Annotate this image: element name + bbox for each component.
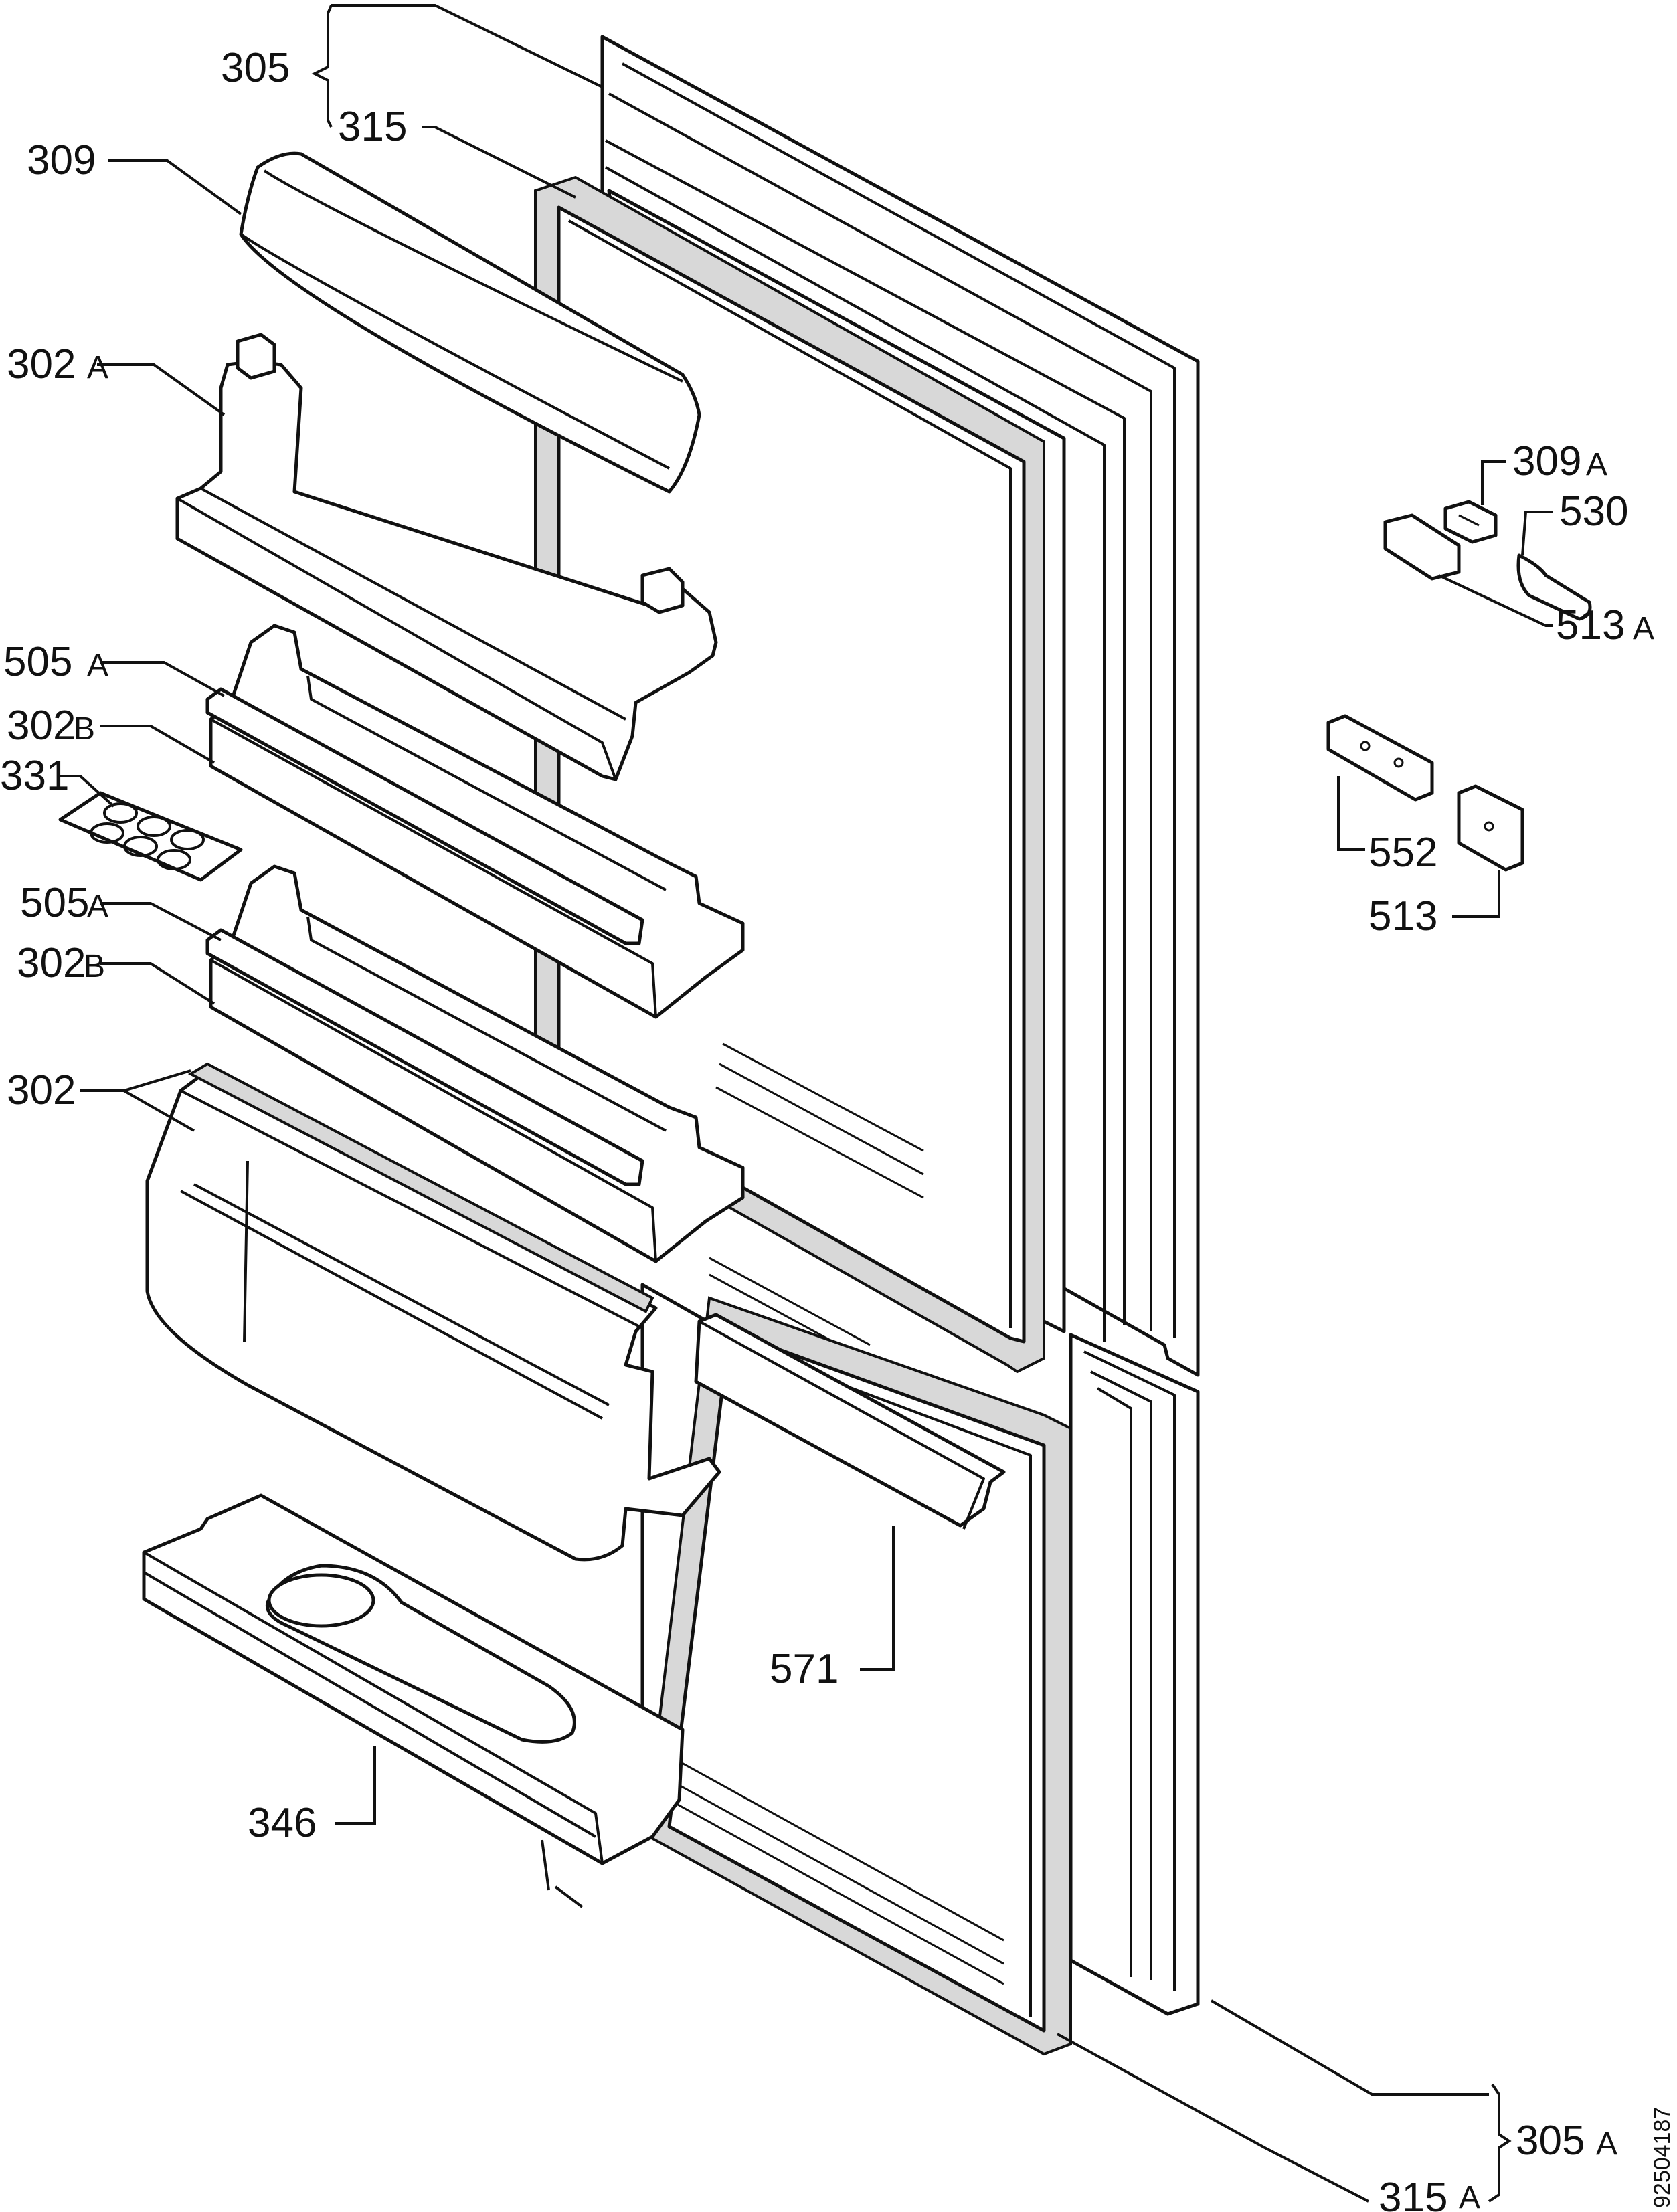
label-302: 302 bbox=[7, 1067, 76, 1113]
label-513: 513 bbox=[1369, 893, 1437, 939]
part-571-bar bbox=[694, 1313, 1006, 1530]
label-315A: 315 bbox=[1379, 2175, 1447, 2212]
label-505A-1: 505 bbox=[3, 639, 72, 685]
label-302B-2-suffix: B bbox=[84, 949, 105, 984]
label-513A: 513 bbox=[1556, 602, 1625, 648]
label-305A-suffix: A bbox=[1596, 2126, 1617, 2162]
label-302A-suffix: A bbox=[87, 350, 108, 385]
leader-lines bbox=[57, 4, 1553, 2203]
label-309A-suffix: A bbox=[1586, 447, 1607, 482]
label-505A-2-suffix: A bbox=[87, 889, 108, 924]
callout-labels: 305 315 309 302 A 505 A 302 B 331 505 A … bbox=[0, 45, 1675, 2212]
label-331: 331 bbox=[0, 753, 69, 799]
label-305: 305 bbox=[221, 45, 290, 91]
part-331-egg-tray bbox=[58, 791, 243, 882]
label-309: 309 bbox=[27, 137, 96, 183]
label-302B-1-suffix: B bbox=[74, 711, 95, 747]
label-552: 552 bbox=[1369, 830, 1437, 876]
label-302A: 302 bbox=[7, 341, 76, 387]
label-302B-2: 302 bbox=[17, 940, 86, 986]
part-309-cover bbox=[239, 151, 701, 494]
label-505A-1-suffix: A bbox=[87, 648, 108, 683]
label-309A: 309 bbox=[1512, 438, 1581, 484]
part-302-bottle-shelf bbox=[145, 1062, 721, 1562]
label-302B-1: 302 bbox=[7, 703, 76, 749]
part-302A-shelf bbox=[175, 333, 718, 781]
part-346-cover bbox=[142, 1493, 685, 1908]
label-305A: 305 bbox=[1516, 2118, 1585, 2164]
label-315: 315 bbox=[338, 104, 407, 150]
part-302B-shelf-upper bbox=[205, 624, 745, 1019]
label-505A-2: 505 bbox=[20, 880, 89, 926]
drawing-code: 92504187 bbox=[1650, 2107, 1675, 2208]
label-346: 346 bbox=[248, 1800, 317, 1846]
part-309A-513A-530-hinge bbox=[1383, 500, 1592, 621]
label-315A-suffix: A bbox=[1459, 2180, 1480, 2212]
label-513A-suffix: A bbox=[1633, 611, 1654, 646]
part-302B-shelf-lower bbox=[205, 864, 745, 1263]
label-530: 530 bbox=[1559, 488, 1628, 535]
part-552-513-bracket bbox=[1326, 714, 1524, 872]
lower-door bbox=[640, 1283, 1200, 2056]
label-571: 571 bbox=[770, 1646, 838, 1692]
